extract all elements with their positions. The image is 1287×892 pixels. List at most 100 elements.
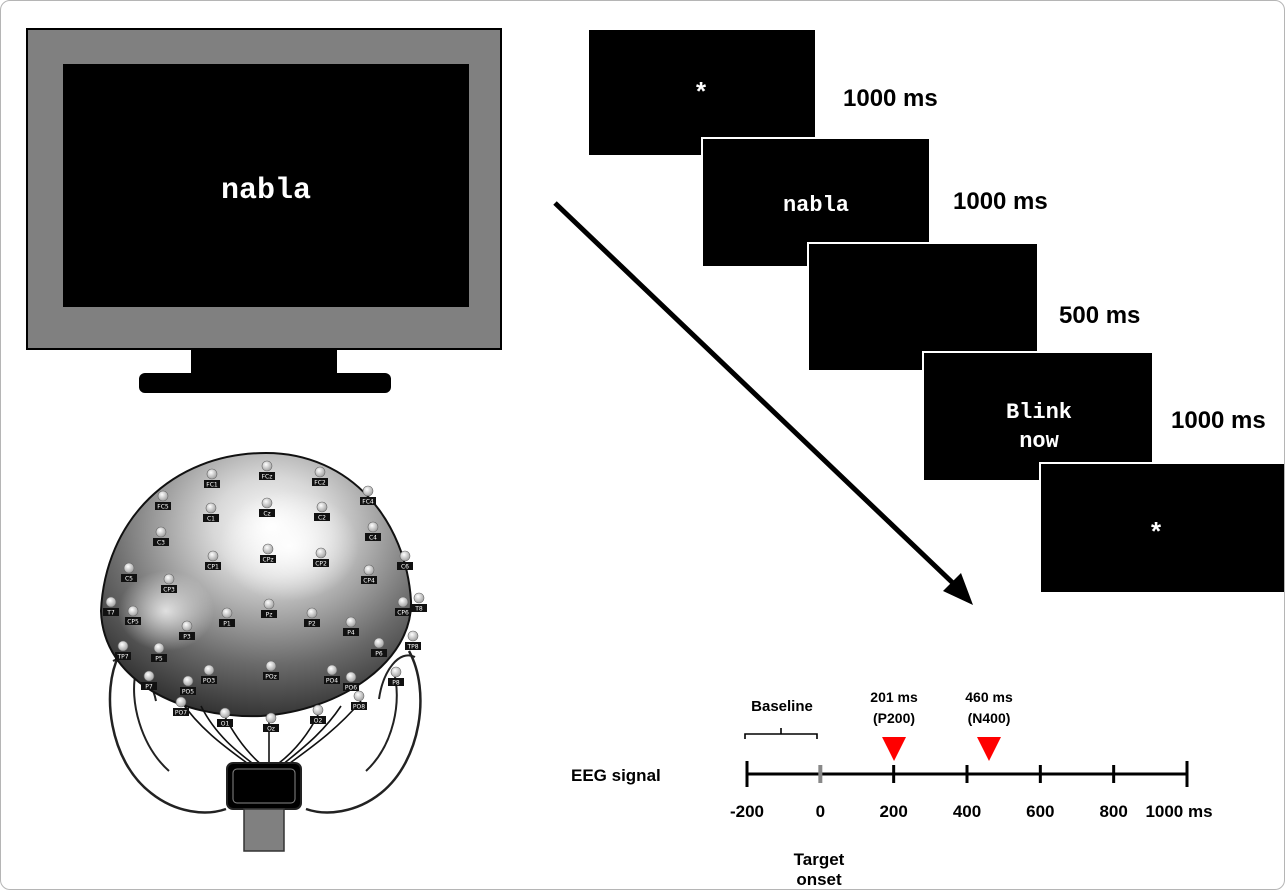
electrode-label-bg <box>343 628 359 636</box>
electrode-label: T8 <box>414 606 423 613</box>
electrode-label: PO7 <box>175 710 187 717</box>
tick-label: -200 <box>730 802 764 821</box>
electrode <box>315 547 327 559</box>
electrode-label: C1 <box>207 516 215 523</box>
electrode-label-bg <box>205 562 221 570</box>
electrode-label-bg <box>314 513 330 521</box>
sequence-arrow <box>553 201 973 605</box>
amplifier-box <box>226 762 302 810</box>
trial-sequence: * 1000 ms nabla 1000 ms 500 ms Blink now… <box>587 28 1284 594</box>
onset-label-line-2: onset <box>796 870 842 889</box>
tick-label: 600 <box>1026 802 1054 821</box>
electrode-label: P1 <box>223 621 231 628</box>
electrode-label-bg <box>219 619 235 627</box>
marker-component-label: (P200) <box>873 710 915 726</box>
electrode-label: P2 <box>308 621 316 628</box>
electrode <box>399 550 411 562</box>
marker-triangle <box>977 737 1001 761</box>
trial-screen-4 <box>922 351 1154 482</box>
electrode-label-bg <box>151 654 167 662</box>
electrode-label: P8 <box>392 680 400 687</box>
electrode-label: C2 <box>318 515 326 522</box>
electrode <box>262 543 274 555</box>
electrode <box>265 660 277 672</box>
electrode-label: CP6 <box>397 610 409 617</box>
electrode-label-bg <box>324 676 340 684</box>
electrode <box>397 596 409 608</box>
electrode-label-bg <box>204 480 220 488</box>
electrode-label: T7 <box>106 610 115 617</box>
monitor-stand <box>139 373 391 393</box>
electrode-label-bg <box>312 478 328 486</box>
electrode-label-bg <box>217 719 233 727</box>
trial-screen-4-line-1: Blink <box>1006 400 1072 425</box>
monitor: nabla <box>26 28 502 393</box>
electrode-label: CP2 <box>315 561 327 568</box>
electrode-label: FC5 <box>157 504 169 511</box>
marker-triangle <box>882 737 907 761</box>
electrode <box>326 664 338 676</box>
electrode-label-bg <box>411 604 427 612</box>
electrode-label-bg <box>343 683 359 691</box>
electrode <box>345 671 357 683</box>
electrode-label-bg <box>351 702 367 710</box>
electrode <box>261 497 273 509</box>
electrode <box>105 596 117 608</box>
electrode <box>312 704 324 716</box>
electrode-label-bg <box>395 608 411 616</box>
electrode-label-bg <box>360 497 376 505</box>
electrode-label-bg <box>155 502 171 510</box>
tick-label: 800 <box>1099 802 1127 821</box>
electrode <box>207 550 219 562</box>
left-hand <box>108 654 227 814</box>
electrode <box>363 564 375 576</box>
electrode-array: FC1FCzFC2FC4FC5C1CzC2C3C4C6C5CP1CPzCP2CP… <box>103 460 427 733</box>
electrode-label-bg <box>173 708 189 716</box>
electrode-label: C5 <box>125 576 133 583</box>
baseline-label: Baseline <box>751 698 813 715</box>
electrode-label: Pz <box>266 612 273 619</box>
electrode <box>123 562 135 574</box>
electrode <box>182 675 194 687</box>
electrode-label: C3 <box>157 540 165 547</box>
electrode-label: C6 <box>401 564 409 571</box>
electrode-label: PO3 <box>203 678 215 685</box>
trial-screen-5 <box>1039 462 1284 594</box>
electrode-label: P4 <box>347 630 355 637</box>
electrode-label-bg <box>261 610 277 618</box>
electrode <box>390 666 402 678</box>
tick-label: 1000 ms <box>1145 802 1212 821</box>
electrode-label: TP7 <box>116 654 128 661</box>
monitor-neck <box>191 349 337 375</box>
electrode-label-bg <box>365 533 381 541</box>
electrode-label: PO4 <box>326 678 338 685</box>
tick-label: 400 <box>953 802 981 821</box>
electrode-label-bg <box>260 555 276 563</box>
electrode <box>206 468 218 480</box>
electrode-label-bg <box>153 538 169 546</box>
electrode <box>163 573 175 585</box>
signal-label: EEG signal <box>571 766 661 785</box>
electrode-label-bg <box>125 617 141 625</box>
trial-screen-5-text: * <box>1148 519 1164 549</box>
electrode <box>143 670 155 682</box>
electrode-label-bg <box>263 672 279 680</box>
eeg-cap-illustration: FC1FCzFC2FC4FC5C1CzC2C3C4C6C5CP1CPzCP2CP… <box>99 451 427 852</box>
electrode-label-bg <box>405 642 421 650</box>
trial-screen-1-text: * <box>693 79 709 109</box>
erp-markers: 201 ms(P200)460 ms(N400) <box>870 689 1013 761</box>
electrode-label: CP3 <box>163 587 175 594</box>
electrode-label: PO6 <box>345 685 357 692</box>
marker-time-label: 460 ms <box>965 689 1013 705</box>
electrode <box>362 485 374 497</box>
right-hand <box>305 650 422 814</box>
electrode-label: P7 <box>145 684 153 691</box>
electrode-label-bg <box>310 716 326 724</box>
trial-duration-2: 1000 ms <box>953 188 1048 215</box>
monitor-word: nabla <box>221 174 311 208</box>
electrode-label-bg <box>371 649 387 657</box>
monitor-screen <box>63 64 469 307</box>
electrode-label-bg <box>121 574 137 582</box>
